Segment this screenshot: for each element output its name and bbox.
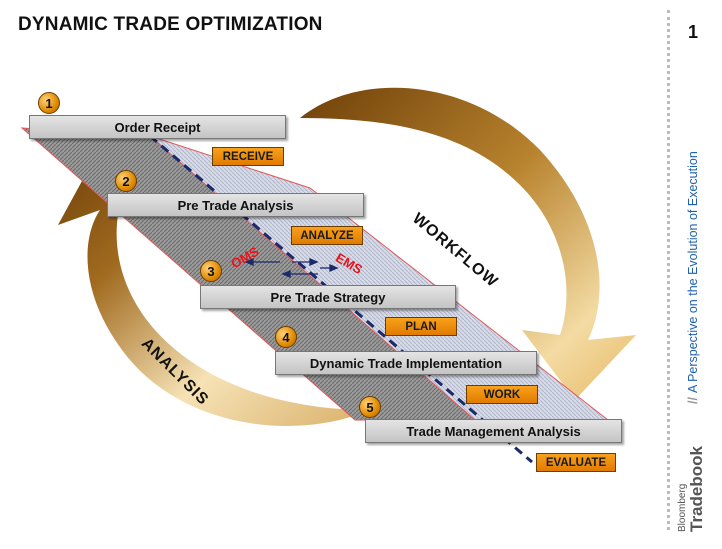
step-3-pre-trade-strategy: Pre Trade Strategy — [200, 285, 456, 309]
step-4-tag-work: WORK — [466, 385, 538, 404]
step-2-tag-analyze: ANALYZE — [291, 226, 363, 245]
step-5-trade-management-analysis: Trade Management Analysis — [365, 419, 622, 443]
step-1-badge: 1 — [38, 92, 60, 114]
step-1-order-receipt: Order Receipt — [29, 115, 286, 139]
exchange-arrows — [244, 258, 339, 278]
step-2-pre-trade-analysis: Pre Trade Analysis — [107, 193, 364, 217]
oms-ems-divider — [149, 134, 533, 464]
dotted-divider — [667, 10, 670, 530]
step-2-badge: 2 — [115, 170, 137, 192]
step-3-tag-plan: PLAN — [385, 317, 457, 336]
step-1-tag-receive: RECEIVE — [212, 147, 284, 166]
page-title: DYNAMIC TRADE OPTIMIZATION — [18, 14, 323, 35]
page-number: 1 — [688, 22, 699, 42]
step-4-dynamic-trade-implementation: Dynamic Trade Implementation — [275, 351, 537, 375]
workflow-arrow — [300, 87, 636, 400]
step-5-tag-evaluate: EVALUATE — [536, 453, 616, 472]
step-5-badge: 5 — [359, 396, 381, 418]
step-3-badge: 3 — [200, 260, 222, 282]
step-4-badge: 4 — [275, 326, 297, 348]
